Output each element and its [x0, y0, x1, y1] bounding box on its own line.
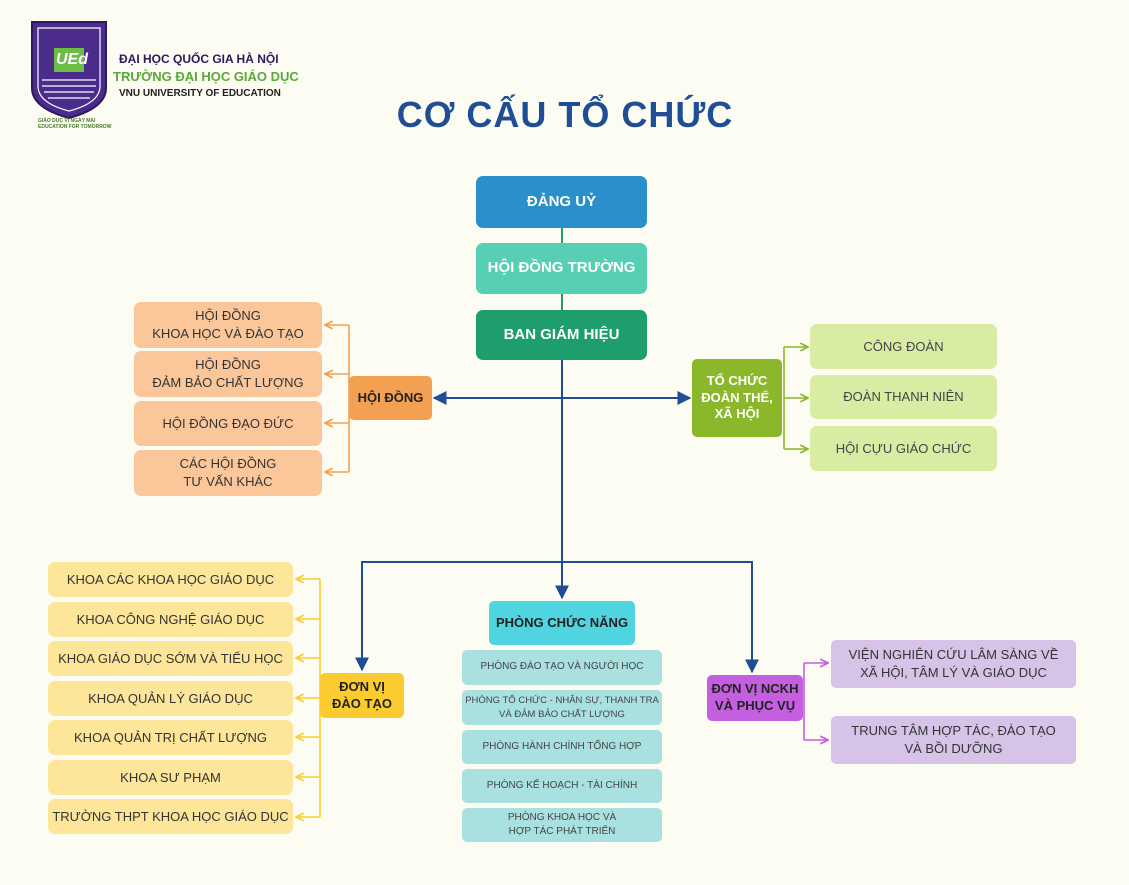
phong-chuc-nang-item: PHÒNG HÀNH CHÍNH TỔNG HỢP — [462, 730, 662, 764]
logo-monogram: UEd — [56, 51, 88, 68]
don-vi-dao-tao-item: KHOA QUẢN LÝ GIÁO DỤC — [48, 681, 293, 716]
logo-line-english: VNU UNIVERSITY OF EDUCATION — [119, 88, 281, 99]
don-vi-dao-tao-item: KHOA CÁC KHOA HỌC GIÁO DỤC — [48, 562, 293, 597]
phong-chuc-nang-item: PHÒNG KẾ HOẠCH - TÀI CHÍNH — [462, 769, 662, 803]
don-vi-dao-tao-item: KHOA QUẢN TRỊ CHẤT LƯỢNG — [48, 720, 293, 755]
university-logo: UEd GIÁO DỤC VÌ NGÀY MAI EDUCATION FOR T… — [28, 18, 112, 130]
nckh-item: VIỆN NGHIÊN CỨU LÂM SÀNG VỀ XÃ HỘI, TÂM … — [831, 640, 1076, 688]
don-vi-dao-tao-item: TRƯỜNG THPT KHOA HỌC GIÁO DỤC — [48, 799, 293, 834]
dang-uy-box: ĐẢNG UỶ — [476, 176, 647, 228]
logo-tagline-vi: GIÁO DỤC VÌ NGÀY MAI — [38, 118, 96, 124]
phong-chuc-nang-item: PHÒNG ĐÀO TẠO VÀ NGƯỜI HỌC — [462, 650, 662, 685]
hoi-dong-item: CÁC HỘI ĐỒNG TƯ VẤN KHÁC — [134, 450, 322, 496]
nckh-item: TRUNG TÂM HỢP TÁC, ĐÀO TẠO VÀ BỒI DƯỠNG — [831, 716, 1076, 764]
hoi-dong-truong-box: HỘI ĐỒNG TRƯỜNG — [476, 243, 647, 294]
phong-chuc-nang-hub: PHÒNG CHỨC NĂNG — [489, 601, 635, 645]
phong-chuc-nang-item: PHÒNG TỔ CHỨC - NHÂN SỰ, THANH TRA VÀ ĐẢ… — [462, 690, 662, 725]
logo-tagline-en: EDUCATION FOR TOMORROW — [38, 124, 112, 130]
hoi-dong-hub: HỘI ĐỒNG — [349, 376, 432, 420]
don-vi-nckh-hub: ĐƠN VỊ NCKH VÀ PHỤC VỤ — [707, 675, 803, 721]
don-vi-dao-tao-item: KHOA SƯ PHẠM — [48, 760, 293, 795]
don-vi-dao-tao-hub: ĐƠN VỊ ĐÀO TẠO — [320, 673, 404, 718]
hoi-dong-item: HỘI ĐỒNG KHOA HỌC VÀ ĐÀO TẠO — [134, 302, 322, 348]
phong-chuc-nang-item: PHÒNG KHOA HỌC VÀ HỢP TÁC PHÁT TRIỂN — [462, 808, 662, 842]
to-chuc-item: ĐOÀN THANH NIÊN — [810, 375, 997, 419]
to-chuc-doan-the-hub: TỔ CHỨC ĐOÀN THỂ, XÃ HỘI — [692, 359, 782, 437]
don-vi-dao-tao-item: KHOA CÔNG NGHỆ GIÁO DỤC — [48, 602, 293, 637]
page-title: CƠ CẤU TỔ CHỨC — [396, 94, 734, 135]
hoi-dong-item: HỘI ĐỒNG ĐẢM BẢO CHẤT LƯỢNG — [134, 351, 322, 397]
hoi-dong-item: HỘI ĐỒNG ĐẠO ĐỨC — [134, 401, 322, 446]
to-chuc-item: HỘI CỰU GIÁO CHỨC — [810, 426, 997, 471]
to-chuc-item: CÔNG ĐOÀN — [810, 324, 997, 369]
logo-line-vnu: ĐẠI HỌC QUỐC GIA HÀ NỘI — [119, 52, 279, 66]
logo-line-school: TRƯỜNG ĐẠI HỌC GIÁO DỤC — [113, 69, 299, 84]
don-vi-dao-tao-item: KHOA GIÁO DỤC SỚM VÀ TIỂU HỌC — [48, 641, 293, 676]
shield-logo-icon — [31, 21, 107, 120]
ban-giam-hieu-box: BAN GIÁM HIỆU — [476, 310, 647, 360]
